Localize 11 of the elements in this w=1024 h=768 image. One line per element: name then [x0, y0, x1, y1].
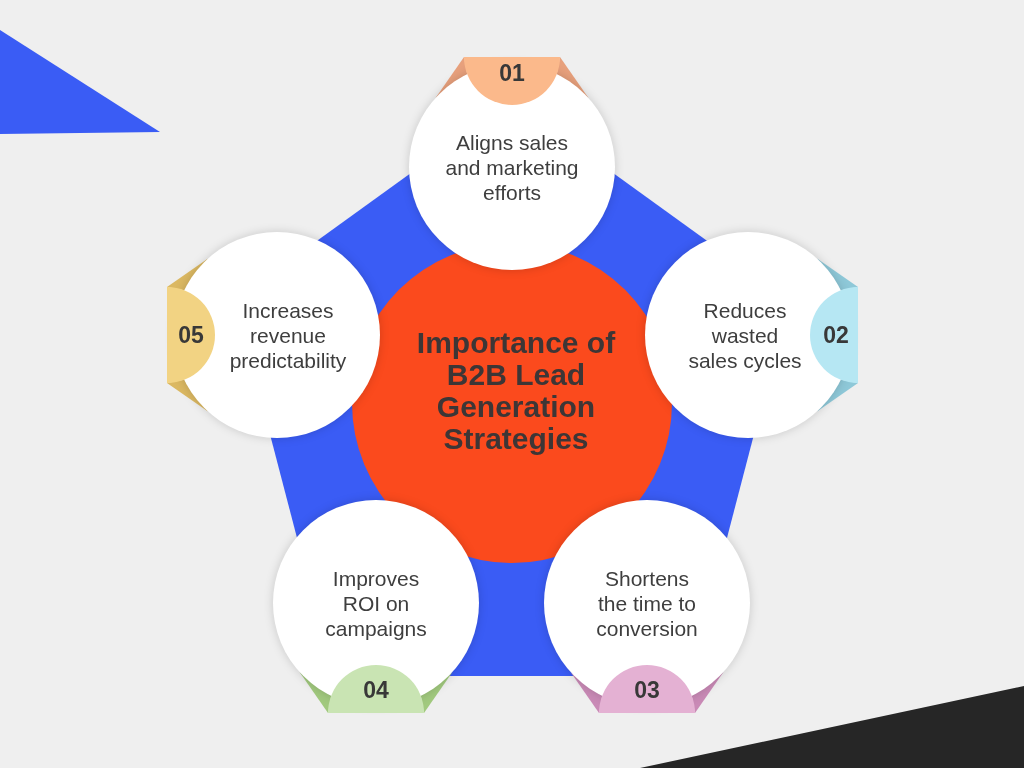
- step-number: 02: [823, 322, 849, 348]
- benefit-text: Reduces wasted sales cycles: [687, 297, 803, 373]
- center-title: Importance of B2B Lead Generation Strategies: [415, 327, 617, 455]
- benefit-text: Increases revenue predictability: [228, 297, 348, 373]
- step-number: 03: [634, 677, 660, 703]
- step-number: 01: [499, 60, 525, 86]
- benefit-text: Shortens the time to conversion: [595, 565, 699, 641]
- benefit-text: Aligns sales and marketing efforts: [444, 129, 580, 205]
- benefit-text: Improves ROI on campaigns: [324, 565, 428, 641]
- step-number: 05: [178, 322, 204, 348]
- step-number: 04: [363, 677, 389, 703]
